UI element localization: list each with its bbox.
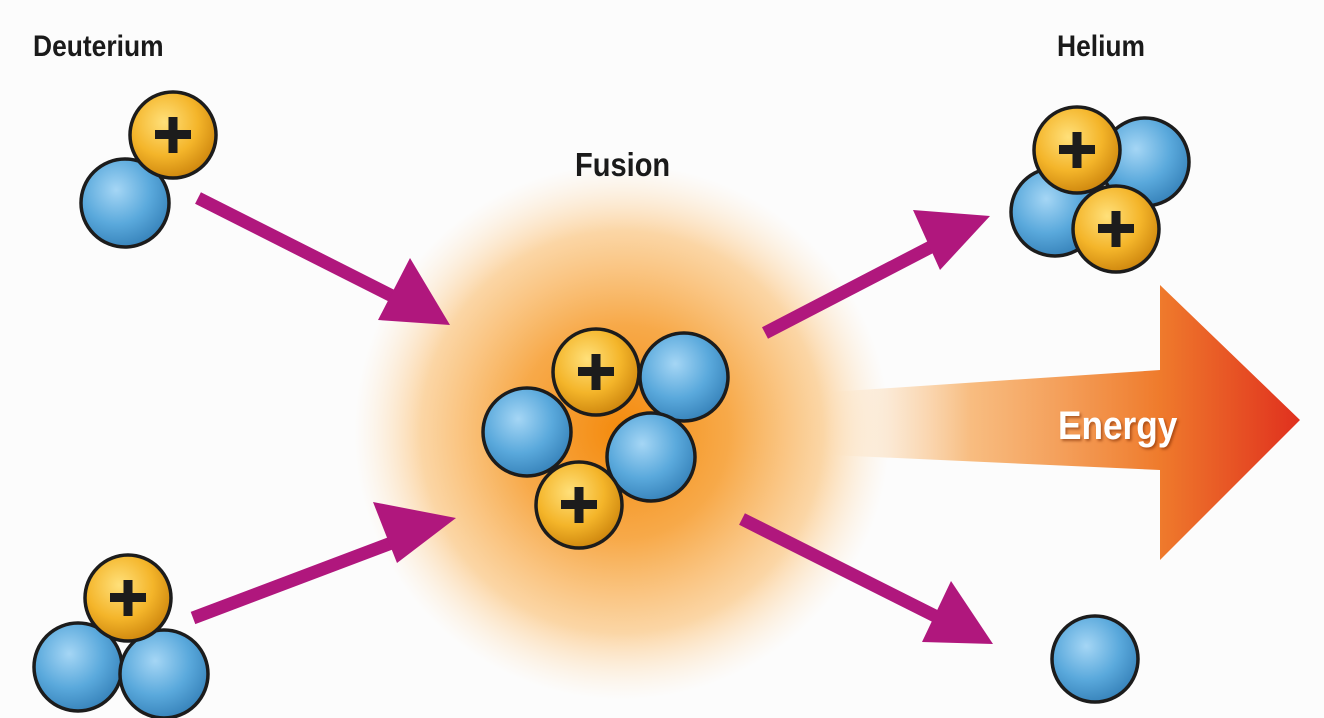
proton-particle (534, 460, 624, 550)
fusion-cluster (481, 327, 730, 550)
free-neutron (1050, 614, 1140, 704)
arrow-deuterium-bottom-in (190, 502, 456, 625)
neutron-particle (481, 386, 573, 478)
helium-nucleus (1009, 105, 1191, 274)
proton-particle (551, 327, 641, 417)
reaction-arrows (190, 192, 993, 644)
deuterium-bottom (32, 553, 210, 718)
helium-label: Helium (1057, 30, 1146, 63)
proton-particle (1071, 184, 1161, 274)
neutron-particle (118, 628, 210, 718)
energy-label: Energy (1058, 404, 1178, 448)
proton-particle (128, 90, 218, 180)
deuterium-label: Deuterium (33, 30, 164, 63)
neutron-particle (79, 157, 171, 249)
fusion-label: Fusion (575, 146, 671, 183)
neutron-particle (638, 331, 730, 423)
deuterium-top (79, 90, 218, 249)
energy-arrow-shape (830, 285, 1300, 560)
neutron-particle (605, 411, 697, 503)
energy-arrow (830, 285, 1300, 560)
proton-particle (83, 553, 173, 643)
arrow-helium-out (762, 210, 990, 339)
proton-particle (1032, 105, 1122, 195)
arrow-neutron-out (739, 513, 993, 644)
arrow-deuterium-top-in (195, 192, 450, 325)
